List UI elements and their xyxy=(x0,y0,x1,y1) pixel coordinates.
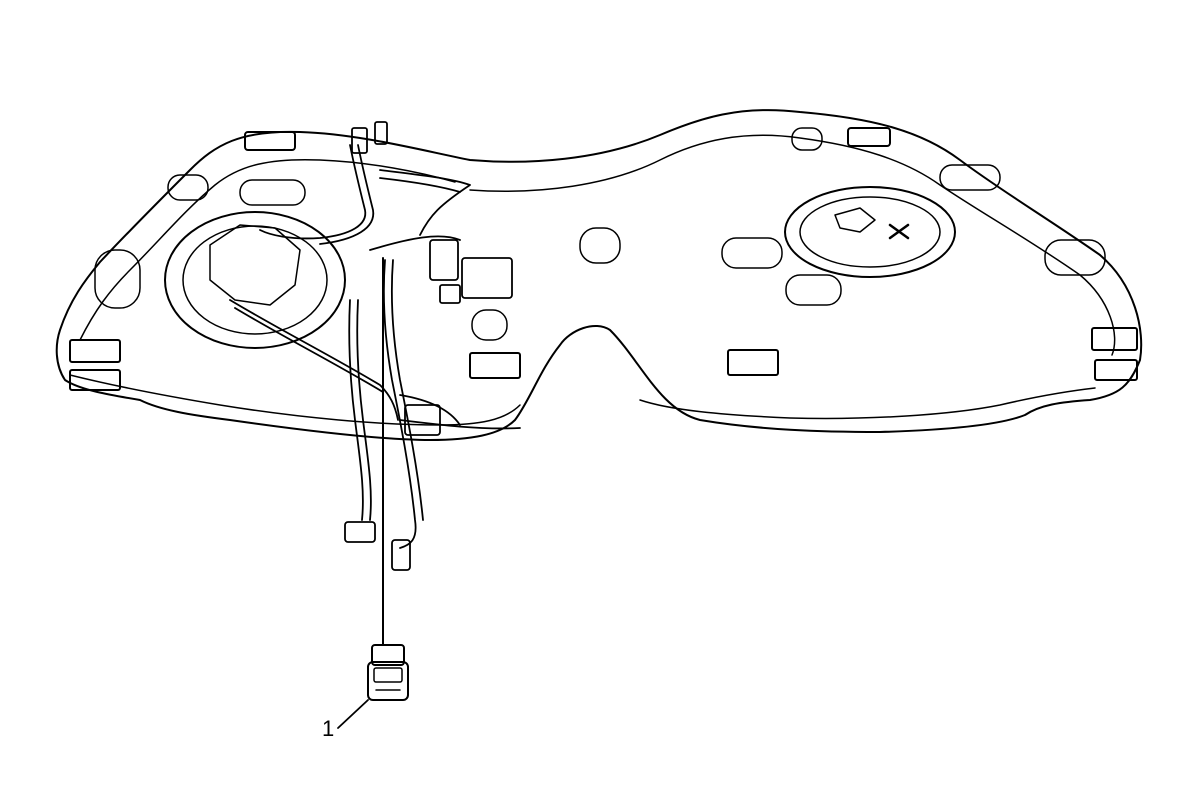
right-pump-cross-mark xyxy=(888,223,910,240)
top-pad-right xyxy=(847,127,891,147)
left-side-pad-lower xyxy=(69,369,121,391)
center-connectors xyxy=(344,121,513,571)
top-pad-left xyxy=(244,131,296,151)
right-pump-module-ring xyxy=(784,186,956,278)
tank-outline xyxy=(55,109,1143,441)
removed-connector-part xyxy=(367,644,409,701)
left-pump-module-ring xyxy=(164,211,346,349)
tank-lower-seam xyxy=(69,374,1096,426)
right-side-pad-upper xyxy=(1091,327,1138,351)
callout-number-1: 1 xyxy=(322,716,335,741)
right-pump-module-cap xyxy=(834,207,876,233)
right-side-pad-lower xyxy=(1094,359,1138,381)
tank-dimples xyxy=(94,127,1106,341)
right-pump-module-inner-ring xyxy=(799,196,941,268)
left-pump-module-bracket xyxy=(209,224,301,306)
bottom-pad-center-right xyxy=(727,349,779,376)
left-side-pad-upper xyxy=(69,339,121,363)
bottom-pad-center-left xyxy=(469,352,521,379)
callout-leader-line xyxy=(337,699,369,729)
tank-flange-seam xyxy=(79,134,1116,356)
fuel-lines xyxy=(229,144,521,549)
left-pump-module-inner-ring xyxy=(182,225,328,335)
